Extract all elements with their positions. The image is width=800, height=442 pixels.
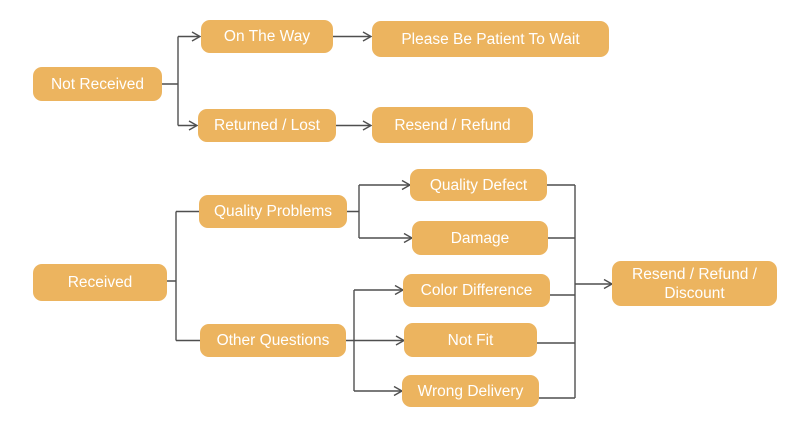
arrowhead-damage — [403, 232, 414, 244]
node-not-received: Not Received — [33, 67, 162, 101]
arrowhead-not-fit — [395, 335, 406, 346]
arrowhead-resend-refund — [362, 120, 373, 131]
node-resend-refund: Resend / Refund — [372, 107, 533, 143]
edge-not-received-trunk — [162, 36, 179, 126]
node-not-fit: Not Fit — [404, 323, 537, 357]
node-quality-defect: Quality Defect — [410, 169, 547, 201]
arrowhead-color-difference — [394, 284, 405, 296]
edge-quality-problems-trunk — [347, 185, 360, 238]
node-other-questions: Other Questions — [200, 324, 346, 357]
arrowhead-wrong-delivery — [393, 385, 404, 397]
node-on-the-way: On The Way — [201, 20, 333, 53]
node-please-be-patient-to-wait: Please Be Patient To Wait — [372, 21, 609, 57]
arrowhead-on-the-way — [191, 31, 202, 42]
edge-received-trunk — [167, 211, 177, 341]
arrowhead-resend-refund-discount — [603, 278, 614, 290]
node-quality-problems: Quality Problems — [199, 195, 347, 228]
arrowhead-quality-defect — [401, 179, 412, 191]
node-returned-lost: Returned / Lost — [198, 109, 336, 142]
edge-other-questions-trunk — [346, 290, 355, 391]
arrowhead-please-wait — [362, 31, 373, 42]
node-wrong-delivery: Wrong Delivery — [402, 375, 539, 407]
node-resend-refund-discount: Resend / Refund / Discount — [612, 261, 777, 306]
node-damage: Damage — [412, 221, 548, 255]
arrowhead-returned-lost — [188, 120, 199, 131]
node-received: Received — [33, 264, 167, 301]
node-color-difference: Color Difference — [403, 274, 550, 307]
